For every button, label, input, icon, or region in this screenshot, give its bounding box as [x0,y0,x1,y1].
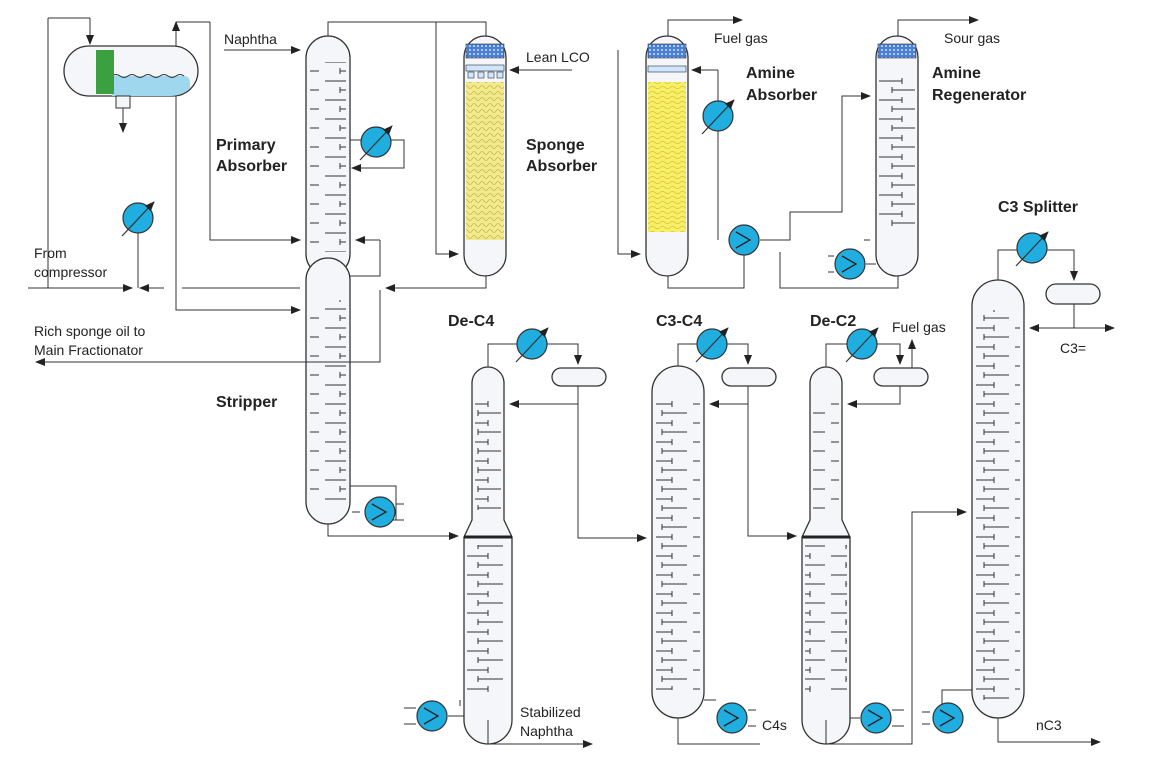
dec2-column [801,366,851,745]
sponge-absorber-column [463,35,507,277]
dec4-column [463,366,513,745]
c3-eq-label: C3= [1060,340,1086,356]
reboiler-icon [716,702,756,734]
naphtha-label: Naphtha [224,31,277,47]
cooler-icon [695,327,729,363]
dec4-reflux-drum [551,367,607,387]
c3-splitter-label: C3 Splitter [998,199,1078,216]
stabilized-naphtha-label: Stabilized [520,704,581,720]
sponge-absorber-label: Sponge [526,137,585,154]
reboiler-icon [850,702,904,734]
piping [28,16,1115,748]
sponge-absorber-label-2: Absorber [526,158,597,175]
reboiler-icon [828,248,876,280]
sour-gas-label: Sour gas [944,30,1000,46]
exchangers [121,99,1049,734]
nc3-label: nC3 [1036,717,1062,733]
lean-lco-label: Lean LCO [526,49,590,65]
fuel-gas-top-label: Fuel gas [714,30,768,46]
primary-absorber-label: Primary [216,137,276,154]
amine-regenerator-label-2: Regenerator [932,87,1026,104]
reboiler-icon [352,496,404,528]
stripper-column [305,257,351,525]
reflux-drum [63,45,199,109]
amine-regenerator-label: Amine [932,65,981,82]
stabilized-naphtha-label-2: Naphtha [520,723,573,739]
primary-absorber-label-2: Absorber [216,158,287,175]
cooler-icon [701,99,735,135]
lean-rich-exchanger-icon [728,224,760,256]
c3-splitter-column [971,279,1025,719]
cooler-icon [1015,231,1049,267]
from-compressor-label-2: compressor [34,264,107,280]
rich-sponge-oil-label-2: Main Fractionator [34,342,143,358]
amine-absorber-label: Amine [746,65,795,82]
reboiler-icon [404,700,464,732]
dec2-label: De-C2 [810,313,856,330]
dec4-label: De-C4 [448,313,494,330]
cooler-icon [515,327,549,363]
cooler-icon [845,327,879,363]
reboiler-icon [922,702,964,734]
dec2-reflux-drum [873,367,929,387]
amine-absorber-column [645,35,689,277]
amine-absorber-label-2: Absorber [746,87,817,104]
fuel-gas-dec2-label: Fuel gas [892,319,946,335]
cooler-icon [121,201,155,237]
c3c4-reflux-drum [721,367,777,387]
c4s-label: C4s [762,717,787,733]
primary-absorber-column [305,35,351,277]
c3c4-label: C3-C4 [656,313,702,330]
cooler-icon [359,125,393,161]
from-compressor-label: From [34,245,67,261]
demister-pad [96,50,114,94]
amine-regenerator-column [875,35,919,277]
stripper-label: Stripper [216,394,277,411]
c3c4-column [651,365,705,719]
c3-splitter-reflux-drum [1045,283,1101,305]
rich-sponge-oil-label: Rich sponge oil to [34,323,146,339]
